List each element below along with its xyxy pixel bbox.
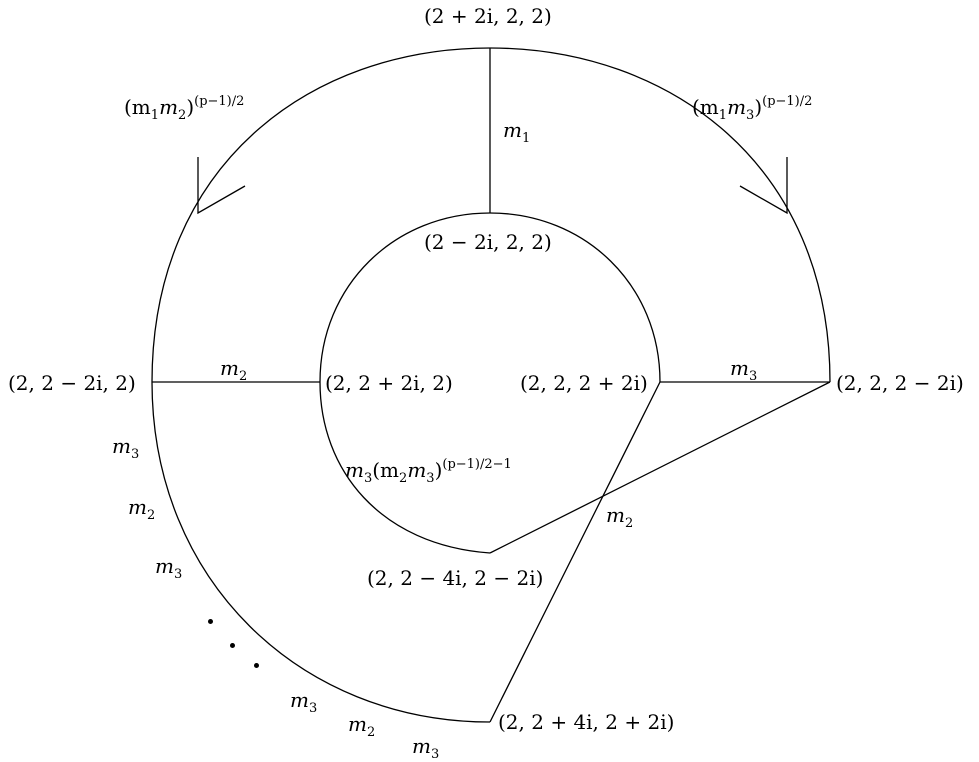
- vertex-top-outer: (2 + 2i, 2, 2): [424, 4, 552, 28]
- arc-left-label: (m1m2)(p−1)/2: [124, 94, 245, 123]
- seq-label-6: m3: [412, 734, 440, 762]
- vertex-bottom-outer: (2, 2 + 4i, 2 + 2i): [498, 710, 675, 734]
- seq-label-1: m3: [112, 434, 140, 462]
- seq-label-3: m3: [155, 554, 183, 582]
- arc-right-label: (m1m3)(p−1)/2: [692, 94, 813, 123]
- vertex-bottom-inner: (2, 2 − 4i, 2 − 2i): [367, 566, 544, 590]
- vertex-top-inner: (2 − 2i, 2, 2): [424, 230, 552, 254]
- edge-right-inner-to-bottom-outer: [489, 381, 661, 723]
- vertex-right-inner: (2, 2, 2 + 2i): [520, 371, 648, 395]
- ellipsis-dot-2: [230, 643, 235, 648]
- vertex-left-outer: (2, 2 − 2i, 2): [8, 371, 136, 395]
- seq-label-4: m3: [290, 688, 318, 716]
- spoke-top-label: m1: [503, 118, 531, 146]
- vertex-right-outer: (2, 2, 2 − 2i): [836, 371, 964, 395]
- arrow-right-marker: [739, 157, 788, 215]
- diag-edge-label: m2: [606, 503, 634, 531]
- spoke-right-label: m3: [730, 356, 758, 384]
- seq-label-5: m2: [348, 712, 376, 740]
- inner-arc-label: m3(m2m3)(p−1)/2−1: [345, 457, 512, 486]
- spoke-left-label: m2: [220, 356, 248, 384]
- outer-arc: [151, 47, 831, 723]
- edge-right-outer-to-bottom-inner: [489, 381, 831, 554]
- arrow-left-marker: [197, 157, 246, 215]
- seq-label-2: m2: [128, 495, 156, 523]
- vertex-left-inner: (2, 2 + 2i, 2): [325, 371, 453, 395]
- inner-circle: [319, 212, 661, 554]
- ellipsis-dot-3: [254, 663, 259, 668]
- ellipsis-dot-1: [208, 619, 213, 624]
